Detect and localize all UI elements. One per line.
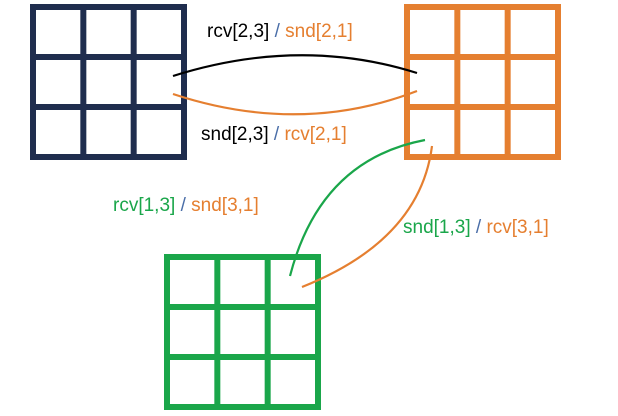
orange-grid-border bbox=[404, 4, 561, 160]
label-right-lower-sep: / bbox=[471, 217, 487, 238]
arc-orange-to-green-green bbox=[288, 138, 426, 277]
green-grid-border bbox=[164, 254, 321, 410]
label-green-left: rcv[1,3] / snd[3,1] bbox=[113, 195, 259, 216]
navy-grid bbox=[30, 4, 187, 160]
label-green-left-right: snd[3,1] bbox=[191, 195, 259, 216]
label-middle-sep: / bbox=[269, 124, 285, 145]
label-green-left-left: rcv[1,3] bbox=[113, 195, 175, 216]
orange-grid bbox=[404, 4, 561, 160]
label-middle-right: rcv[2,1] bbox=[284, 124, 346, 145]
label-green-left-sep: / bbox=[175, 195, 191, 216]
navy-grid-border bbox=[30, 4, 187, 160]
label-top: rcv[2,3] / snd[2,1] bbox=[207, 21, 353, 42]
label-top-sep: / bbox=[269, 21, 285, 42]
label-right-lower-left: snd[1,3] bbox=[403, 217, 471, 238]
label-top-right: snd[2,1] bbox=[285, 21, 353, 42]
label-middle: snd[2,3] / rcv[2,1] bbox=[201, 124, 347, 145]
green-grid bbox=[164, 254, 321, 410]
label-right-lower-right: rcv[3,1] bbox=[486, 217, 548, 238]
arc-navy-to-orange-black bbox=[172, 54, 418, 78]
label-middle-left: snd[2,3] bbox=[201, 124, 269, 145]
label-right-lower: snd[1,3] / rcv[3,1] bbox=[403, 217, 549, 238]
arc-orange-to-navy-orange bbox=[172, 89, 418, 116]
label-top-left: rcv[2,3] bbox=[207, 21, 269, 42]
arc-green-to-orange-orange bbox=[301, 145, 434, 289]
